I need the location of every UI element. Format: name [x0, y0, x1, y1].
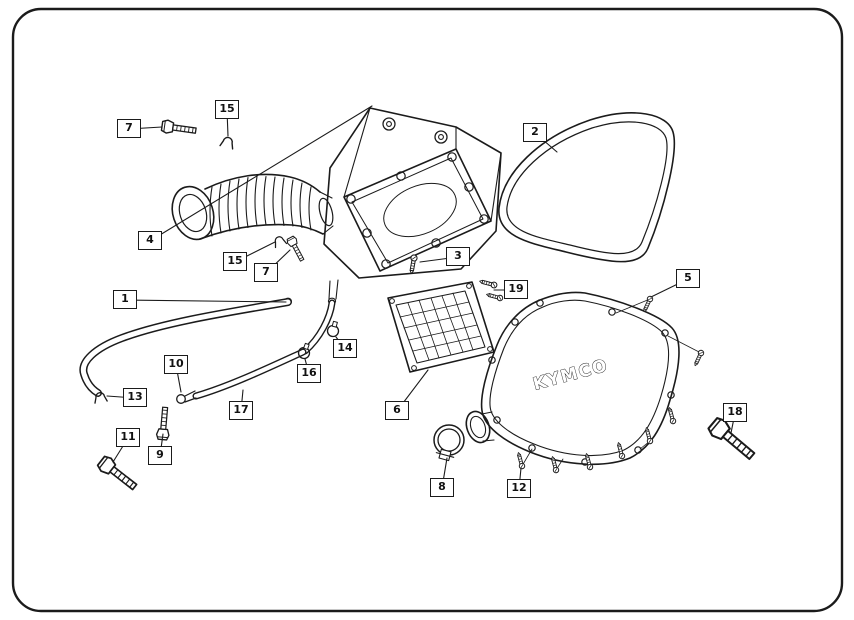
- screw-12a: [515, 451, 526, 470]
- leader-line-14: [335, 336, 346, 350]
- leader-line-10: [175, 364, 182, 393]
- leader-line-15: [234, 241, 276, 263]
- bolt-9: [155, 406, 173, 441]
- part-band-clamp: [433, 424, 465, 462]
- leader-line-16: [304, 358, 310, 375]
- screw-12e: [643, 426, 654, 445]
- leader-line-18: [730, 412, 736, 434]
- leader-line-12: [518, 467, 522, 490]
- screw-cover-right: [691, 348, 706, 368]
- clip-15b: [271, 234, 288, 249]
- part-air-box: [284, 107, 502, 305]
- leader-line-3: [419, 256, 459, 263]
- part-filter-element: [387, 281, 495, 373]
- part-air-box-cover: KYMCO: [465, 291, 702, 471]
- brand-logo-text: KYMCO: [531, 356, 610, 395]
- part-elbow-fitting: [176, 390, 197, 404]
- part-breather-hose: [79, 298, 292, 397]
- bolt-7: [160, 118, 198, 138]
- leader-line-8: [441, 457, 448, 489]
- clip-15a: [219, 135, 236, 150]
- part-vent-hose: [192, 348, 307, 400]
- bolt-18: [705, 414, 760, 465]
- leader-line-13: [106, 395, 136, 399]
- screw-19b: [485, 291, 504, 302]
- part-drain-hose: [301, 299, 336, 355]
- leader-line-5: [650, 278, 689, 298]
- leader-line-17: [240, 389, 244, 412]
- leader-line-7: [265, 249, 291, 274]
- leader-line-11: [112, 437, 129, 463]
- leader-line-6: [396, 369, 429, 412]
- screw-19a: [478, 277, 499, 290]
- leader-line-15: [226, 109, 229, 137]
- leader-line-1: [124, 299, 287, 303]
- part-intake-duct: [171, 173, 334, 241]
- part-gasket-seal: [498, 112, 676, 263]
- leader-line-7: [128, 126, 163, 130]
- diagram-border: [11, 7, 844, 613]
- bolt-11: [95, 453, 141, 495]
- leader-line-4: [149, 105, 373, 242]
- bolt-7b: [285, 234, 308, 264]
